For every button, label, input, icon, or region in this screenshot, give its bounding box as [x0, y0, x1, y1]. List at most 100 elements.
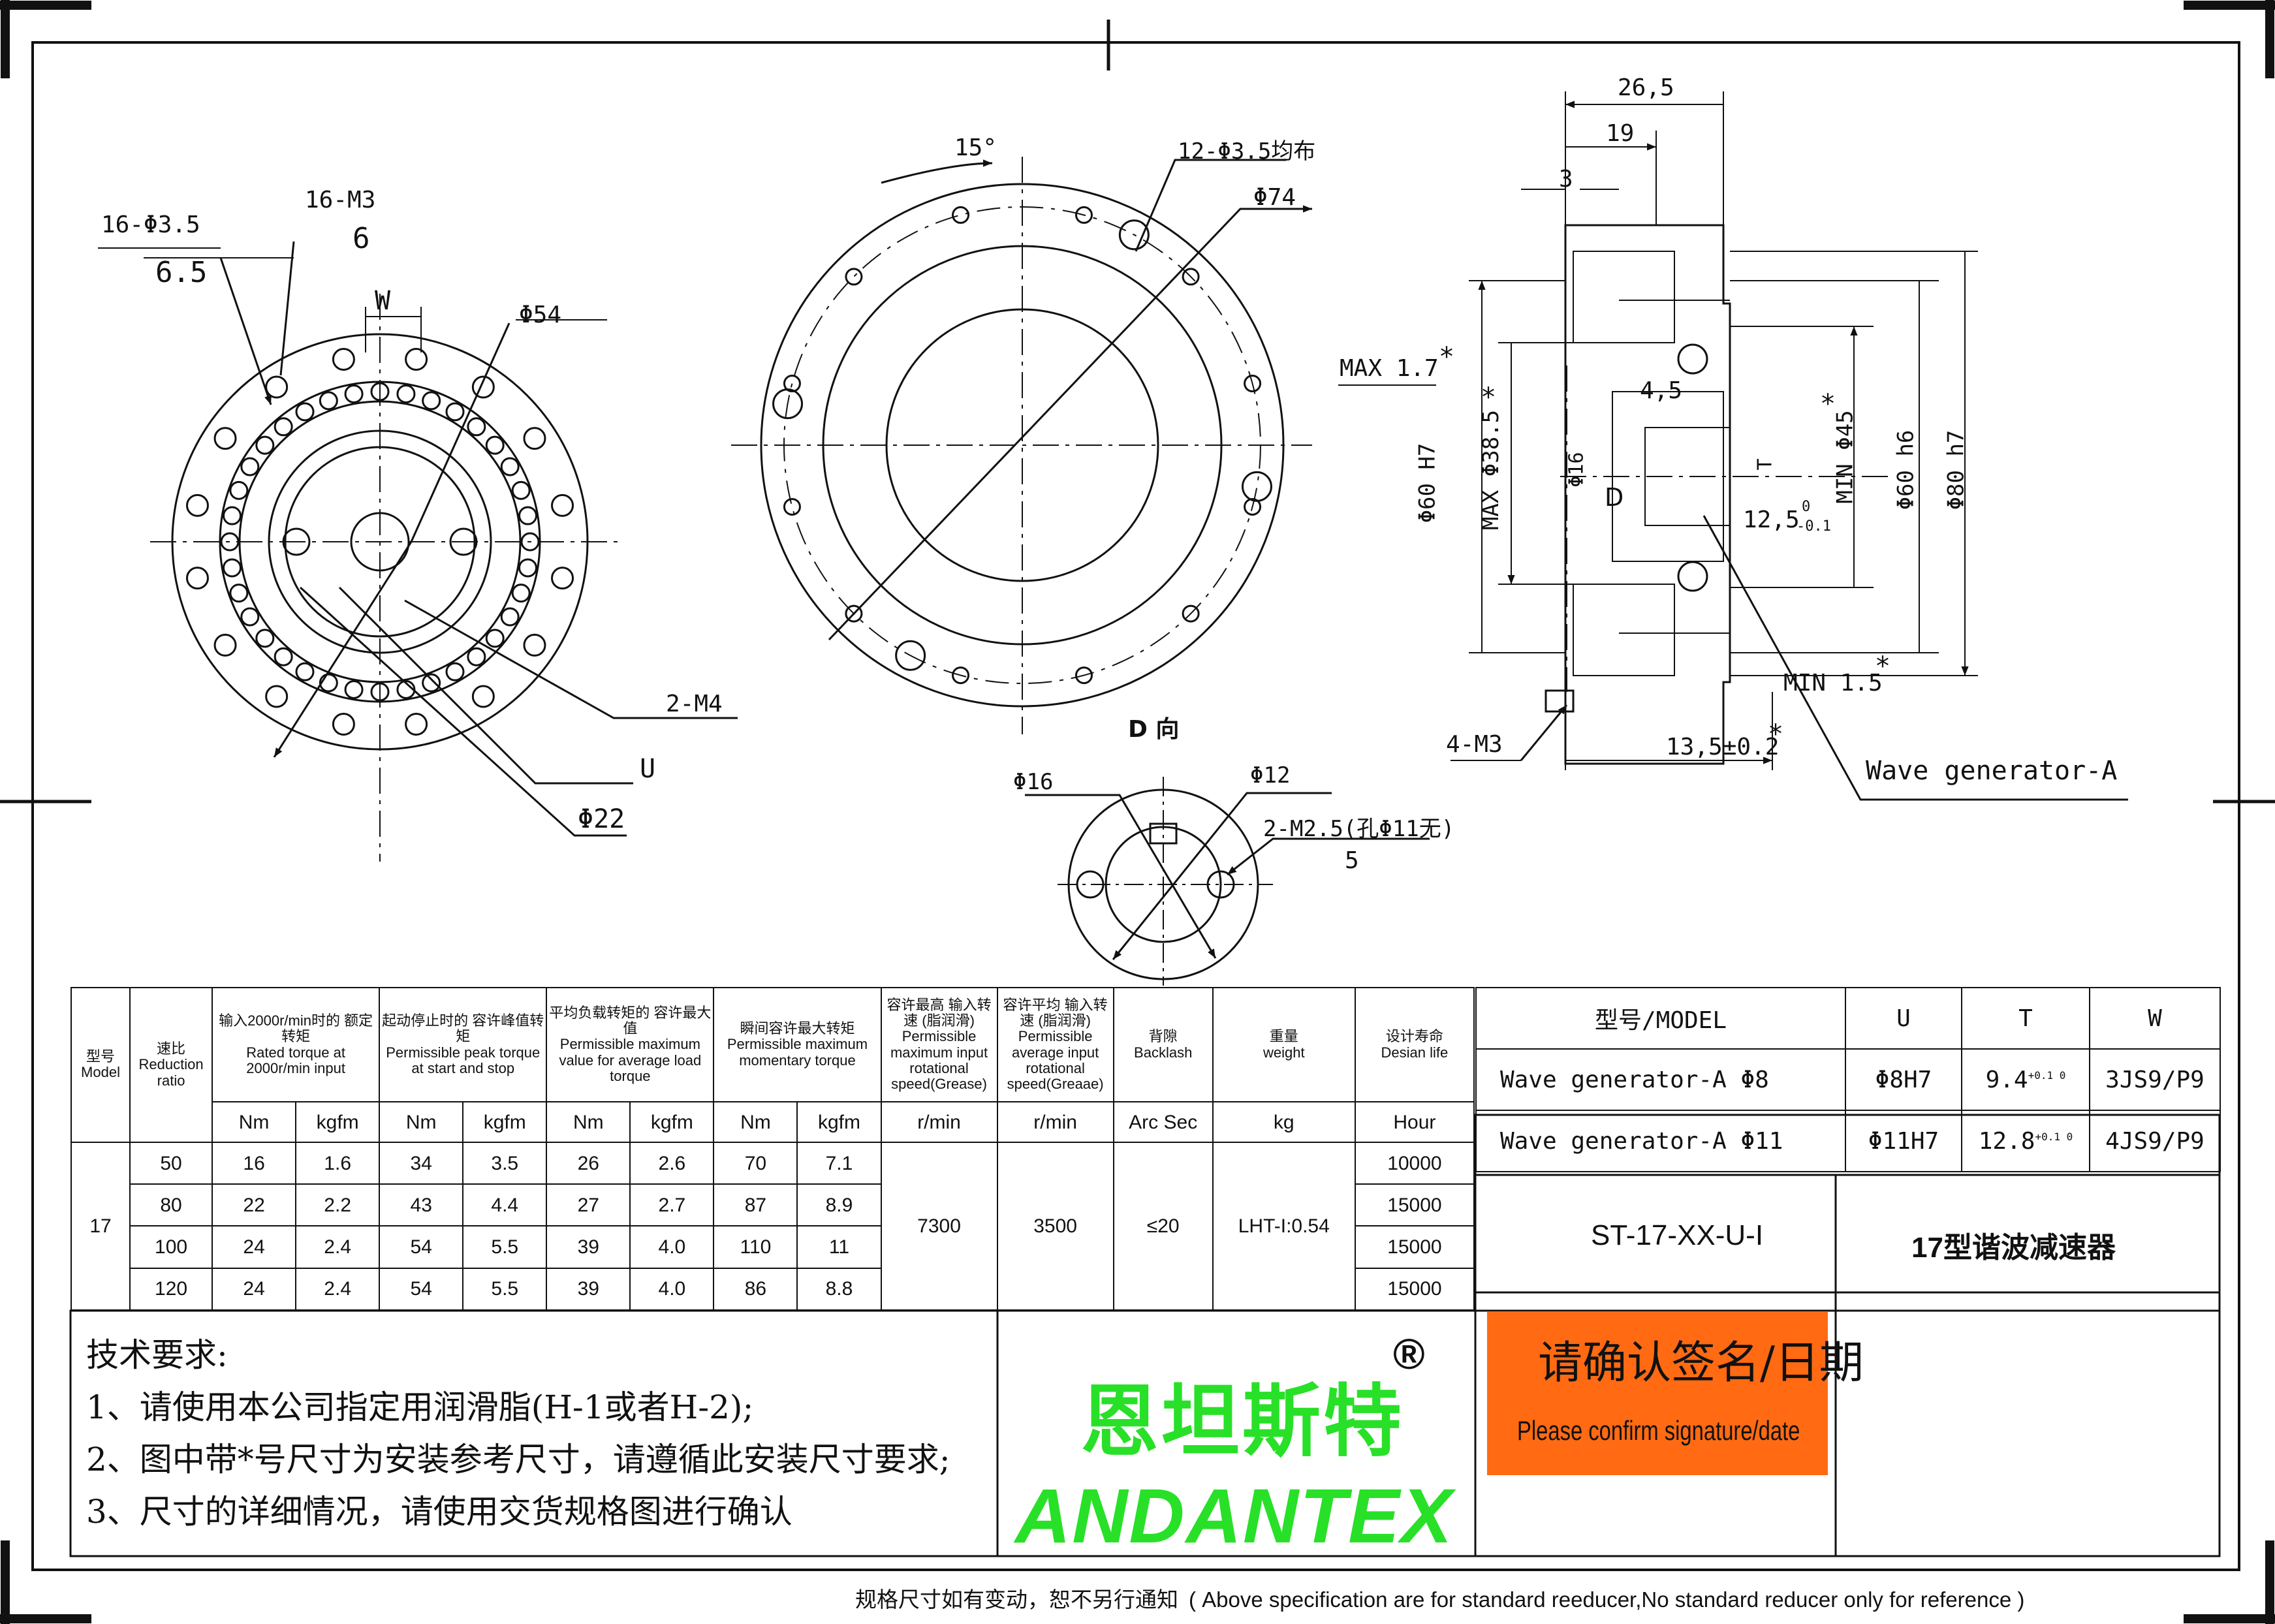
cell-mom-nm: 70	[713, 1141, 798, 1185]
left-view-ball	[255, 629, 275, 648]
hub-label-d16: Φ16	[1013, 769, 1054, 795]
left-view-ball	[422, 673, 441, 693]
unit-rmin: r/min	[880, 1101, 998, 1143]
middle-view-holes	[772, 206, 1272, 685]
hdr-max-speed: 容许最高 输入转速 (脂润滑)Permissible maximum input…	[880, 986, 998, 1103]
hub-label-depth-5: 5	[1345, 847, 1359, 874]
left-view-ball	[500, 607, 520, 627]
w-hdr: W	[2089, 987, 2221, 1050]
w-cell: 4JS9/P9	[2089, 1110, 2221, 1172]
left-view-bolt-hole	[332, 713, 355, 736]
cell-avg-kgfm: 4.0	[629, 1225, 715, 1269]
cell-avg-speed: 3500	[996, 1141, 1114, 1311]
cell-mom-nm: 86	[713, 1267, 798, 1311]
right-label-wave-generator: Wave generator-A	[1866, 756, 2118, 786]
cell-mom-kgfm: 11	[796, 1225, 882, 1269]
left-view-bolt-hole	[405, 713, 428, 736]
left-view-bolts	[185, 347, 574, 736]
cell-life: 10000	[1354, 1141, 1475, 1185]
right-label-d: D	[1605, 483, 1624, 512]
cell-rated-kgfm: 1.6	[295, 1141, 381, 1185]
right-asterisk-5: *	[1769, 719, 1782, 749]
mid-label-d74: Φ74	[1253, 184, 1296, 211]
left-view-ball	[485, 629, 505, 648]
cell-avg-nm: 27	[546, 1183, 631, 1227]
left-view-ball	[511, 584, 531, 603]
middle-view-bolt	[772, 388, 804, 420]
cell-max-speed: 7300	[880, 1141, 998, 1311]
registered-mark: ®	[1393, 1330, 1425, 1378]
left-view-ball	[240, 607, 260, 627]
middle-view-hole	[845, 268, 863, 286]
cell-mom-nm: 87	[713, 1183, 798, 1227]
hub-label-d12: Φ12	[1250, 762, 1291, 789]
cell-backlash: ≤20	[1112, 1141, 1214, 1311]
left-view-ball	[500, 457, 520, 476]
right-label-12.5-lower: -0.1	[1796, 518, 1831, 535]
middle-view-hole	[1182, 604, 1200, 623]
tech-req-line3: 3、尺寸的详细情况，请使用交货规格图进行确认	[86, 1493, 792, 1531]
left-view-ball	[222, 506, 242, 525]
cell-peak-nm: 54	[379, 1225, 464, 1269]
left-view-ball	[222, 558, 242, 578]
left-label-w: W	[375, 286, 391, 316]
middle-view-hole	[1182, 268, 1200, 286]
right-label-19: 19	[1606, 120, 1635, 147]
unit-nm: Nm	[212, 1101, 297, 1143]
left-view-bolt-hole	[523, 633, 546, 657]
cell-mom-kgfm: 8.8	[796, 1267, 882, 1311]
cell-peak-nm: 54	[379, 1267, 464, 1311]
unit-kgfm: kgfm	[629, 1101, 715, 1143]
right-asterisk-4: *	[1876, 651, 1889, 681]
cell-peak-kgfm: 3.5	[462, 1141, 548, 1185]
cell-ratio: 80	[129, 1183, 213, 1227]
table-row: Wave generator-A Φ11 Φ11H7 12.8+0.1 0 4J…	[1475, 1110, 2221, 1172]
right-label-13.5: 13,5±0.2	[1666, 734, 1780, 760]
footer-en: ( Above specification are for standard r…	[1189, 1587, 2025, 1612]
middle-view-bolt	[1241, 471, 1272, 502]
table-row: 80 22 2.2 43 4.4 27 2.7 87 8.9 15000	[71, 1183, 1475, 1227]
cell-avg-nm: 26	[546, 1141, 631, 1185]
cell-rated-nm: 22	[212, 1183, 297, 1227]
brand-logo-cn: 恩坦斯特	[1080, 1378, 1404, 1465]
left-view-ball	[344, 384, 364, 403]
middle-view-hole	[1075, 206, 1093, 224]
cell-mom-kgfm: 8.9	[796, 1183, 882, 1227]
left-view-bolt-hole	[405, 347, 428, 371]
hub-view	[1025, 777, 1430, 986]
cell-rated-nm: 16	[212, 1141, 297, 1185]
left-view-bolt-hole	[551, 567, 574, 590]
w-cell: 3JS9/P9	[2089, 1048, 2221, 1111]
left-view-ball	[319, 391, 338, 411]
left-view-bolt-hole	[185, 567, 209, 590]
cell-ratio: 100	[129, 1225, 213, 1269]
cell-mom-kgfm: 7.1	[796, 1141, 882, 1185]
cell-rated-kgfm: 2.2	[295, 1183, 381, 1227]
left-view-bolt-hole	[523, 427, 546, 450]
left-view-ball	[485, 435, 505, 455]
left-view-bolt-hole	[551, 493, 574, 517]
unit-arcsec: Arc Sec	[1112, 1101, 1214, 1143]
left-view-ball	[319, 673, 338, 693]
right-label-4m3: 4-M3	[1446, 731, 1503, 758]
left-view-ball	[274, 417, 293, 437]
left-view-bolt-hole	[265, 685, 289, 708]
left-view-bolt-hole	[185, 493, 209, 517]
cell-peak-kgfm: 5.5	[462, 1225, 548, 1269]
right-label-12.5: 12,5	[1743, 507, 1800, 533]
confirm-signature-box[interactable]: 请确认签名/日期 Please confirm signature/date	[1487, 1312, 1864, 1475]
unit-kgfm: kgfm	[462, 1101, 548, 1143]
cell-ratio: 50	[129, 1141, 213, 1185]
left-view-ball	[295, 662, 315, 681]
cell-mom-nm: 110	[713, 1225, 798, 1269]
mid-label-direction: D 向	[1128, 716, 1180, 743]
unit-rmin: r/min	[996, 1101, 1114, 1143]
